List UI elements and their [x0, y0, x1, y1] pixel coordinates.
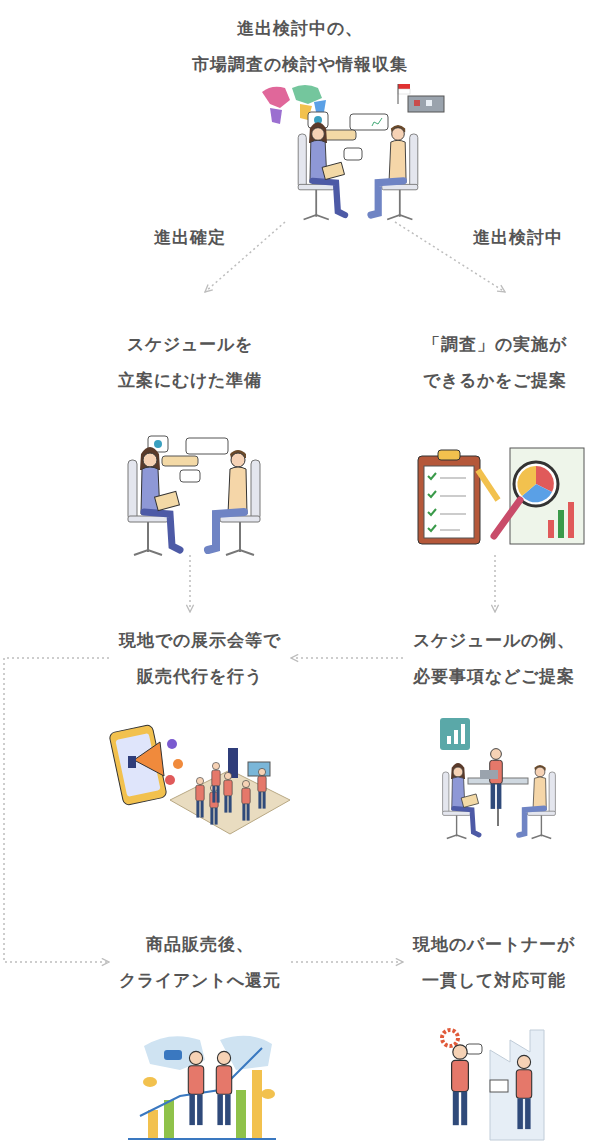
planning-illustration	[440, 718, 555, 839]
flow-connector	[189, 555, 191, 612]
survey-illustration-part	[517, 466, 536, 496]
promotion-illustration-part	[258, 768, 266, 808]
step-text: 現地のパートナーが 一貫して対応可能	[413, 926, 575, 998]
flow-step: 進出検討中の、 市場調査の検討や情報収集	[182, 4, 418, 222]
partner-illustration-part	[452, 1045, 469, 1125]
handshake-illustration-part	[216, 1051, 231, 1125]
promotion-illustration-part	[109, 724, 167, 806]
map-meeting-illustration-part	[371, 125, 418, 220]
edge-label: 進出確定	[150, 225, 230, 249]
handshake-illustration-part	[148, 1110, 158, 1138]
survey-illustration-part	[558, 510, 564, 538]
map-meeting-illustration-part	[372, 118, 382, 126]
promotion-illustration-part	[224, 772, 232, 812]
map-meeting-illustration-part	[398, 84, 399, 104]
promotion-illustration-part	[196, 777, 204, 817]
map-meeting-illustration-part	[292, 85, 322, 104]
handshake-illustration-part	[164, 1050, 182, 1060]
handshake-illustration-part	[261, 1089, 275, 1099]
flow-step: 現地での展示会等で 販売代行を行う	[109, 612, 291, 842]
flow-step: スケジュールを 立案にむけた準備	[108, 292, 272, 555]
partner-illustration	[442, 1030, 544, 1140]
flow-step: 商品販売後、 クライアントへ還元	[109, 918, 291, 1140]
survey-illustration-part	[418, 456, 480, 544]
handshake-illustration-part	[236, 1090, 246, 1138]
meeting-illustration-part	[154, 440, 162, 448]
map-meeting-illustration-part	[414, 100, 420, 106]
step-text: 商品販売後、 クライアントへ還元	[119, 926, 281, 998]
promotion-illustration-part	[165, 775, 175, 785]
survey-illustration-part	[494, 500, 520, 536]
planning-illustration-part	[447, 736, 451, 744]
flow-connector	[291, 657, 403, 659]
map-meeting-illustration-part	[262, 87, 290, 108]
survey-illustration-part	[424, 466, 474, 538]
meeting-illustration	[128, 436, 260, 555]
promotion-illustration-part	[128, 756, 136, 768]
survey-illustration-part	[428, 473, 436, 531]
handshake-illustration-part	[164, 1100, 174, 1138]
map-meeting-illustration-part	[426, 100, 432, 106]
map-meeting-illustration	[262, 84, 444, 220]
map-meeting-illustration-part	[398, 89, 410, 94]
promotion-illustration-part	[173, 759, 183, 769]
map-meeting-illustration-part	[350, 114, 388, 130]
flow-step: 現地のパートナーが 一貫して対応可能	[403, 918, 585, 1140]
survey-illustration-part	[438, 450, 460, 460]
flow-step: 「調査」の実施が できるかをご提案	[413, 292, 577, 555]
survey-illustration-part	[478, 470, 498, 500]
planning-illustration-part	[454, 730, 458, 744]
meeting-illustration-part	[162, 456, 198, 466]
promotion-illustration-part	[170, 770, 290, 834]
map-meeting-illustration-part	[344, 148, 362, 160]
flow-step: スケジュールの例、 必要事項などご提案	[403, 612, 585, 842]
flow-connector	[494, 555, 496, 612]
promotion-illustration-part	[134, 742, 164, 776]
meeting-illustration-part	[208, 450, 260, 555]
meeting-illustration-part	[128, 447, 180, 555]
promotion-illustration-part	[242, 780, 250, 820]
handshake-illustration-part	[128, 1138, 276, 1140]
promotion-illustration	[109, 724, 290, 834]
survey-illustration-part	[568, 502, 574, 538]
step-text: 進出検討中の、 市場調査の検討や情報収集	[192, 10, 408, 82]
partner-illustration-part	[516, 1055, 531, 1129]
planning-illustration-part	[480, 770, 498, 779]
survey-illustration-part	[510, 448, 584, 544]
step-text: 「調査」の実施が できるかをご提案	[423, 326, 567, 398]
map-meeting-illustration-part	[314, 100, 326, 112]
step-text: 現地での展示会等で 販売代行を行う	[119, 622, 281, 694]
partner-illustration-part	[490, 1080, 508, 1092]
promotion-illustration-part	[167, 739, 177, 749]
planning-illustration-part	[443, 763, 479, 839]
survey-illustration	[418, 448, 584, 544]
map-meeting-illustration-part	[270, 108, 282, 124]
handshake-illustration-part	[188, 1051, 203, 1125]
step-text: スケジュールの例、 必要事項などご提案	[413, 622, 575, 694]
map-meeting-illustration-part	[408, 96, 444, 112]
survey-illustration-part	[548, 520, 554, 538]
map-meeting-illustration-part	[322, 130, 356, 140]
planning-illustration-part	[519, 765, 555, 839]
step-text: スケジュールを 立案にむけた準備	[118, 326, 262, 398]
promotion-illustration-part	[212, 762, 220, 802]
partner-illustration-part	[466, 1044, 482, 1054]
partner-illustration-part	[490, 1030, 544, 1140]
survey-illustration-part	[440, 478, 466, 530]
partner-illustration-part	[442, 1030, 458, 1046]
planning-illustration-part	[461, 724, 465, 744]
handshake-illustration-part	[252, 1070, 262, 1138]
map-meeting-illustration-part	[298, 122, 345, 219]
planning-illustration-part	[440, 718, 470, 750]
map-meeting-illustration-part	[398, 84, 410, 89]
flow-connector	[4, 658, 109, 962]
edge-label: 進出検討中	[469, 225, 567, 249]
handshake-illustration	[128, 1036, 276, 1139]
meeting-illustration-part	[180, 470, 200, 482]
flow-connector	[291, 961, 403, 963]
handshake-illustration-part	[143, 1077, 157, 1087]
meeting-illustration-part	[186, 438, 228, 454]
